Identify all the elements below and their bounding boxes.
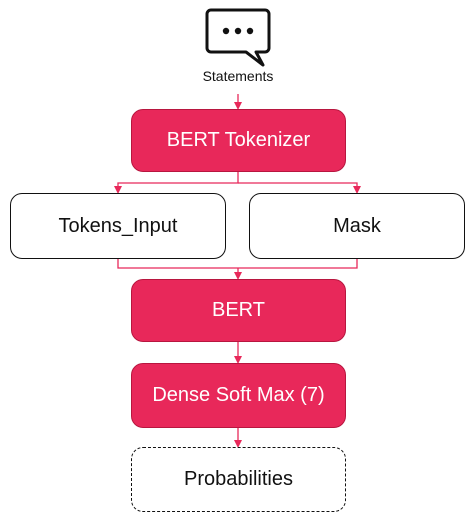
dense-softmax-node: Dense Soft Max (7): [131, 363, 346, 428]
connector-tokens-input-merge: [117, 259, 238, 269]
bert-tokenizer-node: BERT Tokenizer: [131, 109, 346, 172]
arrow-tokenizer-to-tokens-input: [114, 172, 239, 194]
statements-label: Statements: [202, 68, 274, 84]
probabilities-node: Probabilities: [131, 447, 346, 512]
tokens-input-node: Tokens_Input: [10, 193, 226, 259]
arrow-tokenizer-to-mask: [238, 182, 361, 194]
bert-node: BERT: [131, 279, 346, 342]
connector-mask-merge: [238, 259, 358, 269]
speech-bubble-ellipsis-icon: [205, 8, 271, 67]
mask-node: Mask: [249, 193, 465, 259]
